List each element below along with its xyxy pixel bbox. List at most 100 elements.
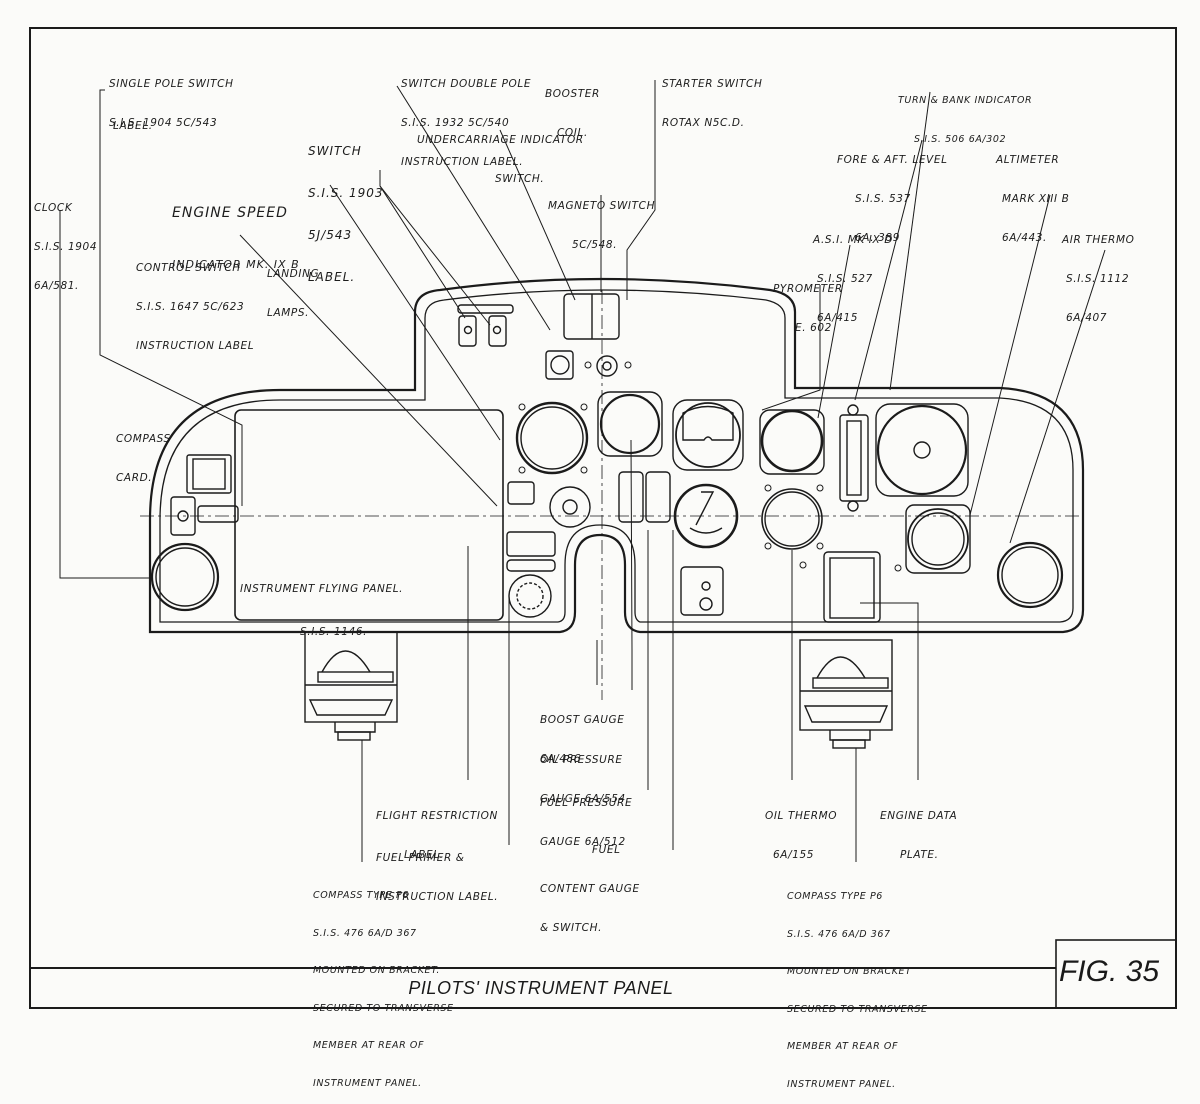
label-line: Label. bbox=[404, 849, 444, 861]
label-switch-double-pole: Switch Double Pole S.I.S. 1932 5C/540 In… bbox=[401, 52, 531, 182]
label-line: Undercarriage Indicator bbox=[417, 134, 584, 146]
label-line: Content Gauge bbox=[540, 883, 640, 895]
fore-aft-level bbox=[839, 404, 869, 512]
compass-card bbox=[186, 454, 232, 494]
single-pole-label-plate bbox=[197, 505, 239, 523]
label-line: S.I.S. 1647 5C/623 bbox=[136, 301, 245, 313]
label-line: Pyrometer bbox=[773, 283, 843, 295]
label-line: Instruction Label. bbox=[401, 156, 524, 168]
label-asi: A.S.I. Mk IX D S.I.S. 527 6A/415 bbox=[813, 208, 893, 338]
label-line: Instrument Flying Panel. bbox=[240, 583, 404, 595]
single-pole-switch bbox=[170, 496, 196, 536]
screw-holes bbox=[518, 361, 902, 572]
label-line: Coil. bbox=[557, 127, 588, 139]
label-line: Instrument Panel. bbox=[787, 1078, 896, 1090]
label-line: Mark XIII B bbox=[1002, 193, 1070, 205]
fuel-content-switch bbox=[680, 566, 724, 616]
air-thermo-gauge bbox=[996, 541, 1064, 609]
clock-gauge bbox=[150, 542, 220, 612]
label-line: Gauge 6A/512 bbox=[540, 836, 626, 848]
label-line: Booster bbox=[545, 88, 600, 100]
label-line: 6A/581. bbox=[34, 280, 79, 292]
fuel-primer bbox=[508, 574, 552, 618]
label-line: S.I.S. 1932 5C/540 bbox=[401, 117, 510, 129]
fuel-primer-label bbox=[506, 559, 556, 572]
label-line: Switch bbox=[308, 144, 362, 158]
label-line: 6A/443. bbox=[1002, 232, 1047, 244]
label-line: Turn & Bank Indicator bbox=[898, 95, 1033, 106]
label-line: Landing bbox=[267, 268, 320, 280]
switch-toggle bbox=[463, 325, 473, 335]
undercarriage-switch bbox=[545, 350, 574, 380]
label-magneto: Magneto Switch 5C/548. bbox=[548, 174, 655, 265]
label-line: 6A/486 bbox=[540, 753, 582, 765]
label-line: 6A. 389 bbox=[855, 232, 900, 244]
label-single-pole-switch: Single Pole Switch S.I.S. 1904 5C/543 bbox=[109, 52, 234, 143]
label-line: Clock bbox=[34, 202, 73, 214]
drawing-border bbox=[29, 27, 1177, 1009]
instrument-flying-panel bbox=[234, 409, 504, 621]
label-line: S.I.S. 1904 bbox=[34, 241, 98, 253]
label-line: Single Pole Switch bbox=[109, 78, 234, 90]
label-line: Lamps. bbox=[267, 307, 310, 319]
figure-box bbox=[1055, 939, 1177, 1009]
altimeter-gauge bbox=[875, 403, 969, 497]
label-line: Rotax N5C.D. bbox=[662, 117, 745, 129]
starter-switch bbox=[596, 355, 618, 377]
compass-right bbox=[799, 639, 893, 749]
label-line: Boost Gauge bbox=[540, 714, 625, 726]
label-line: Secured to Transverse bbox=[313, 1002, 454, 1014]
fuel-content-gauge bbox=[673, 483, 739, 549]
label-boost-gauge: Boost Gauge 6A/486 bbox=[540, 688, 625, 779]
label-line: Flight Restriction bbox=[376, 810, 498, 822]
label-line: Instrument Panel. bbox=[313, 1077, 422, 1089]
label-line: S.I.S. 506 6A/302 bbox=[914, 134, 1007, 145]
label-starter: Starter Switch Rotax N5C.D. bbox=[662, 52, 762, 143]
label-line: Card. bbox=[116, 472, 153, 484]
label-line: Compass Type P6 bbox=[787, 891, 883, 902]
label-line: Label. bbox=[113, 120, 153, 132]
oil-pressure-gauge-small bbox=[549, 486, 591, 528]
label-compass-card: Compass Card. bbox=[116, 407, 171, 498]
label-line: S.I.S. 1903 bbox=[308, 186, 384, 200]
switch-label-plate bbox=[457, 304, 514, 314]
label-line: S.I.S. 527 bbox=[817, 273, 873, 285]
flying-panel-plate-1 bbox=[507, 481, 535, 505]
label-line: Engine Data bbox=[880, 810, 958, 822]
label-line: S.I.S. 1904 5C/543 bbox=[109, 117, 218, 129]
asi-gauge bbox=[759, 409, 825, 475]
figure-number: FIG. 35 bbox=[1058, 955, 1160, 988]
label-line: Instruction Label. bbox=[376, 891, 499, 903]
label-line: S.I.S. 476 6A/D 367 bbox=[313, 927, 417, 939]
label-line: Fuel bbox=[592, 844, 621, 856]
label-landing-lamps: Landing Lamps. bbox=[267, 242, 319, 333]
label-line: Compass bbox=[116, 433, 171, 445]
label-line: Member at Rear of bbox=[787, 1041, 899, 1052]
label-line: Air Thermo bbox=[1062, 234, 1135, 246]
starter-button bbox=[602, 361, 612, 371]
label-line: Control Switch bbox=[136, 262, 241, 274]
switch-toggle bbox=[492, 325, 502, 335]
fuel-pressure-gauge-2 bbox=[645, 471, 671, 523]
engine-data-plate bbox=[823, 551, 881, 623]
label-line: S.I.S. 1112 bbox=[1066, 273, 1130, 285]
label-air-thermo: Air Thermo S.I.S. 1112 6A/407 bbox=[1062, 208, 1134, 338]
label-switch: Switch S.I.S. 1903 5J/543 Label. bbox=[308, 116, 384, 298]
label-instrument-flying-panel: Instrument Flying Panel. S.I.S. 1146. bbox=[240, 557, 403, 652]
label-line: Member at Rear of bbox=[313, 1040, 425, 1051]
flight-restriction-label bbox=[506, 531, 556, 557]
pyrometer-gauge bbox=[672, 399, 744, 471]
label-line: Fuel Pressure bbox=[540, 797, 633, 809]
label-fore-aft: Fore & Aft. Level S.I.S. 537 6A. 389 bbox=[837, 128, 948, 258]
label-control-switch: Control Switch S.I.S. 1647 5C/623 Instru… bbox=[136, 236, 254, 366]
label-line: S.I.S. 537 bbox=[855, 193, 911, 205]
compass-left bbox=[304, 631, 398, 741]
label-line: Gauge 6A/554 bbox=[540, 793, 626, 805]
instrument-panel-drawing bbox=[29, 27, 1177, 1009]
drawing-title: Pilots' Instrument Panel bbox=[408, 978, 674, 998]
label-clock: Clock S.I.S. 1904 6A/581. bbox=[34, 176, 97, 306]
label-line: Instruction Label bbox=[136, 340, 255, 352]
panel-outline bbox=[148, 277, 1085, 634]
label-line: Altimeter bbox=[996, 154, 1060, 166]
label-line: Compass Type P6 bbox=[313, 890, 409, 901]
